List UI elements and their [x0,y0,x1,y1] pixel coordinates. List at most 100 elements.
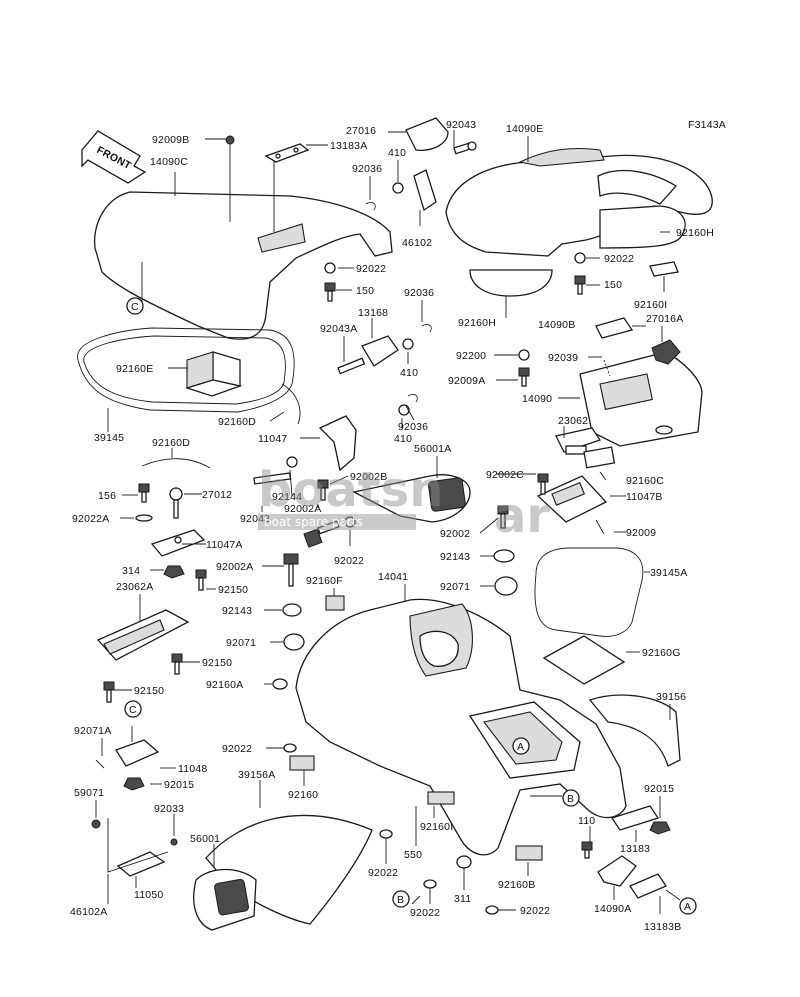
label-92160D-b: 92160D [152,437,190,449]
pad-92160H-left [469,269,553,297]
label-92160C: 92160C [626,475,664,487]
svg-text:C: C [129,704,137,716]
bolt-92150-b [171,653,183,675]
label-92160H-left: 92160H [458,317,496,329]
hinge-23062 [555,427,602,455]
pad-92160F [325,595,345,611]
rail-39156 [588,694,681,767]
pad-92160G [542,635,626,685]
bolt-92009A [518,367,530,387]
label-410-c: 410 [394,433,412,445]
svg-text:B: B [397,894,404,906]
label-11047A: 11047A [206,539,243,551]
grommet-92071A [95,759,105,769]
label-92043A: 92043A [320,323,357,335]
label-46102A: 46102A [70,906,107,918]
plate-13183B [629,873,667,899]
label-11050: 11050 [134,889,163,901]
label-92033: 92033 [154,803,184,815]
pad-92160H-right [599,205,686,249]
bracket-46102 [413,169,437,212]
pad-92160I-b [427,791,455,805]
pad-92160A [272,678,288,690]
gasket-39145A [534,547,644,637]
label-92143-a: 92143 [440,551,470,563]
label-92002: 92002 [440,528,470,540]
label-14090: 14090 [522,393,552,405]
leader-lines [95,130,681,914]
bolt-92150-c [103,681,115,703]
bracket-11048 [115,739,160,767]
grommet-92071-a [283,633,305,651]
label-410-a: 410 [388,147,406,159]
label-46102: 46102 [402,237,432,249]
label-92150-c: 92150 [134,685,164,697]
label-14090B: 14090B [538,319,575,331]
label-92036-a: 92036 [352,163,382,175]
label-92150-b: 92150 [202,657,232,669]
label-314: 314 [122,565,140,577]
bolt-92002 [497,505,509,529]
nut-92015-b [649,821,671,835]
label-92039: 92039 [548,352,578,364]
washer-92022-b [574,252,586,264]
label-13168: 13168 [358,307,388,319]
label-150-a: 150 [356,285,374,297]
rear-seat-cowl [445,148,713,257]
bushing-92143-a [282,603,302,617]
rivet-59071 [91,819,101,829]
label-23062: 23062 [558,415,588,427]
label-92036-b: 92036 [404,287,434,299]
front-seat-cover [93,191,393,397]
clip-92036-b [421,323,432,333]
hinge-13183A [264,143,310,163]
figure-code: F3143A [688,119,726,131]
label-11047B: 11047B [626,491,663,503]
rod-46102A [107,818,169,873]
label-39145A: 39145A [650,567,687,579]
callout-B-hull: B [562,789,580,807]
bolt-156 [138,483,150,503]
label-92160D-a: 92160D [218,416,256,428]
callout-C-top: C [126,297,144,315]
svg-text:A: A [684,901,691,913]
svg-text:C: C [131,301,139,313]
label-23062A: 23062A [116,581,153,593]
nut-92015-a [123,777,145,791]
label-311: 311 [454,893,471,905]
washer-410-a [392,182,404,194]
label-92160F: 92160F [306,575,343,587]
bolt-150-a [324,282,336,302]
strap-92160D-b [141,458,211,469]
part-labels: 92009B 14090C 13183A 27016 92043 410 920… [70,119,714,933]
cap-27016 [405,117,449,151]
label-92009A: 92009A [448,375,485,387]
plate-13183 [610,805,660,831]
label-39145: 39145 [94,432,124,444]
plate-11047A [150,529,206,557]
label-92022A: 92022A [72,513,109,525]
label-92071-b: 92071 [226,637,256,649]
label-27012: 27012 [202,489,232,501]
bolt-110 [581,841,593,859]
bushing-92143-b [493,549,515,563]
label-92009B: 92009B [152,134,189,146]
washer-410-b [402,338,414,350]
bolt-92002B [317,479,329,501]
callout-A-low: A [679,897,697,915]
label-14090A: 14090A [594,903,631,915]
label-11048: 11048 [178,763,207,775]
label-550: 550 [404,849,422,861]
label-92160E: 92160E [116,363,153,375]
label-92071-a: 92071 [440,581,470,593]
label-92002A-b: 92002A [216,561,253,573]
callout-C-low: C [124,700,142,718]
svg-text:A: A [517,741,524,753]
callout-A-hull: A [512,737,530,755]
bolt-92043 [453,141,477,155]
label-14090E: 14090E [506,123,543,135]
label-56001: 56001 [190,833,220,845]
label-13183A: 13183A [330,140,367,152]
hinge-23062A [96,609,190,661]
